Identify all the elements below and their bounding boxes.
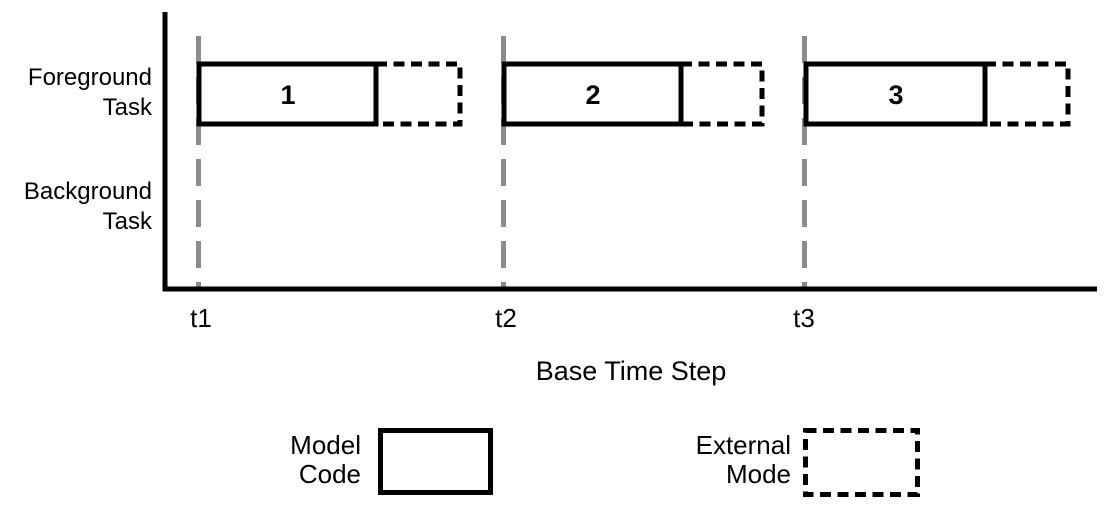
legend-model-code-label-line1: Model (290, 430, 361, 460)
legend-model-code-swatch (378, 428, 493, 495)
x-axis-title: Base Time Step (536, 356, 727, 386)
external-mode-box-3 (982, 61, 1071, 127)
foreground-task-label-line1: Foreground (28, 64, 152, 91)
external-mode-box-1 (373, 61, 463, 127)
external-mode-box-2 (678, 61, 765, 127)
tick-label-t2: t2 (495, 303, 517, 333)
legend-external-mode-label-line2: Mode (726, 459, 791, 489)
legend-external-mode-label-line1: External (696, 430, 791, 460)
task-number-2: 2 (585, 80, 600, 110)
tick-label-t3: t3 (793, 303, 815, 333)
task-number-1: 1 (280, 80, 295, 110)
foreground-task-label-line2: Task (103, 94, 153, 121)
tick-label-t1: t1 (190, 303, 212, 333)
background-task-label-line2: Task (103, 208, 153, 235)
model-code-box-3 (803, 61, 988, 127)
model-code-box-1 (196, 61, 379, 127)
task-number-3: 3 (888, 80, 903, 110)
legend-model-code-label-line2: Code (299, 459, 361, 489)
model-code-box-2 (501, 61, 684, 127)
legend-external-mode-swatch (803, 428, 920, 497)
background-task-label-line1: Background (24, 178, 152, 205)
